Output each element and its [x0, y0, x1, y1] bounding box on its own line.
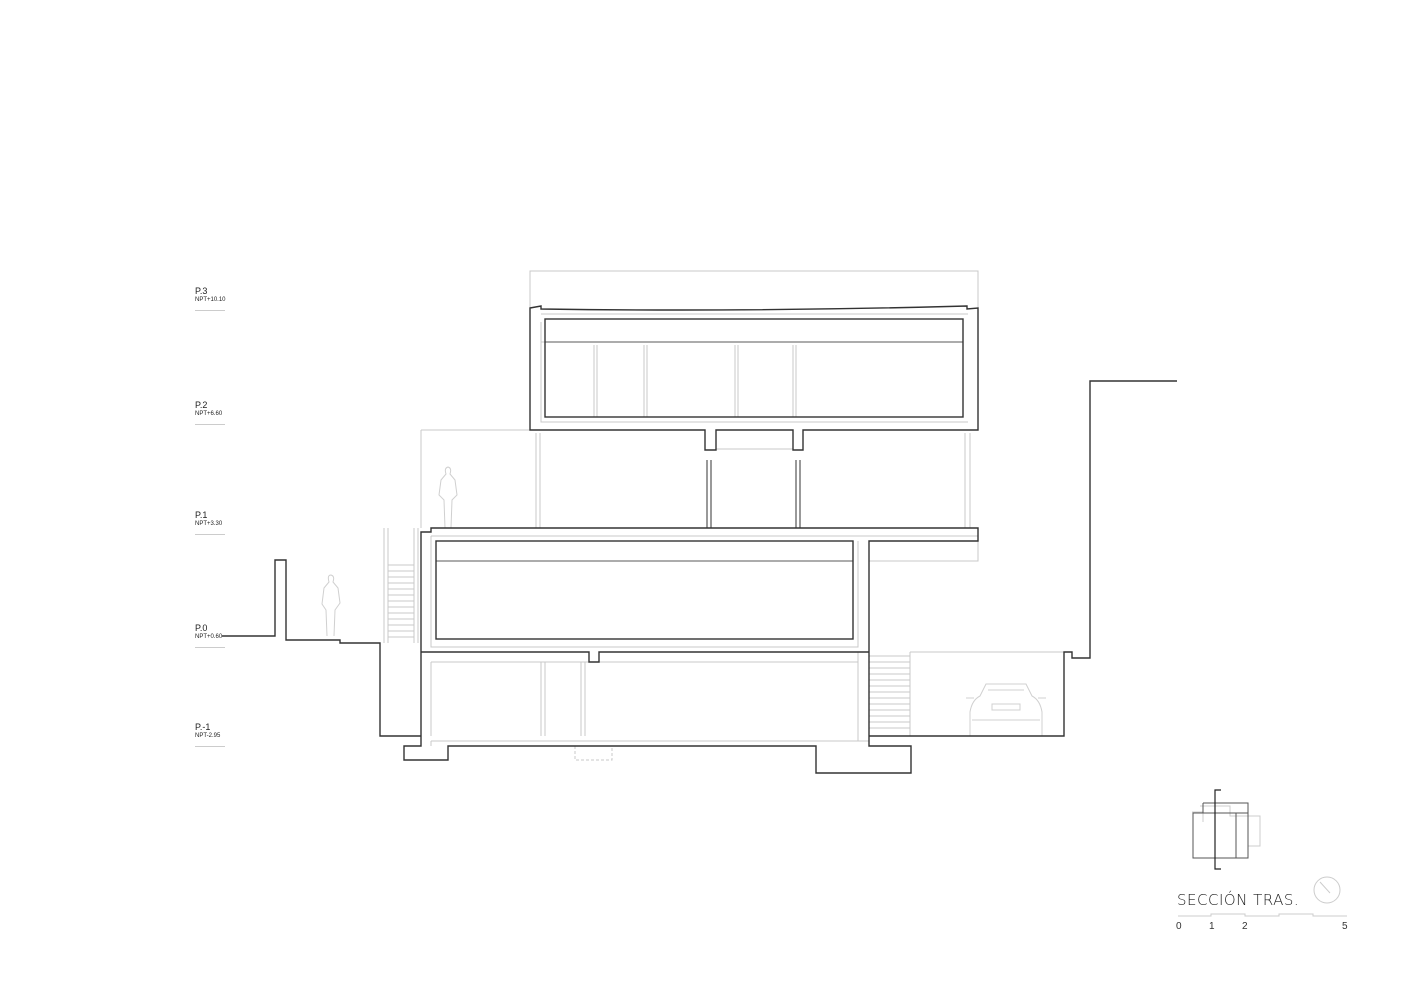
- person-figure-upper: [438, 466, 458, 529]
- level-elevation: NPT-2.95: [195, 733, 221, 739]
- level-name: P.0: [195, 623, 208, 633]
- person-figures: [321, 466, 458, 637]
- level-elevation: NPT+6.60: [195, 411, 223, 417]
- level-elevation: NPT+10.10: [195, 297, 226, 303]
- level-underline: [195, 534, 225, 535]
- scale-bar: [1178, 913, 1347, 917]
- level-underline: [195, 310, 225, 311]
- level-name: P.3: [195, 286, 208, 296]
- level-underline: [195, 647, 225, 648]
- level-underline: [195, 424, 225, 425]
- projection-lines: [383, 270, 1064, 761]
- level-name: P.2: [195, 400, 208, 410]
- scale-tick: 5: [1342, 921, 1348, 932]
- north-arrow-icon: [1313, 876, 1341, 904]
- level-name: P.1: [195, 510, 208, 520]
- scale-tick: 1: [1209, 921, 1215, 932]
- level-elevation: NPT+3.30: [195, 521, 223, 527]
- car-icon: [966, 683, 1046, 736]
- key-plan: [1192, 789, 1261, 870]
- level-name: P.-1: [195, 722, 211, 732]
- person-figure-lower: [321, 574, 341, 637]
- drawing-title: SECCIÓN TRAS.: [1177, 891, 1300, 909]
- level-underline: [195, 746, 225, 747]
- scale-tick: 2: [1242, 921, 1248, 932]
- scale-tick: 0: [1176, 921, 1182, 932]
- level-elevation: NPT+0.60: [195, 634, 223, 640]
- cut-lines: [222, 305, 1177, 774]
